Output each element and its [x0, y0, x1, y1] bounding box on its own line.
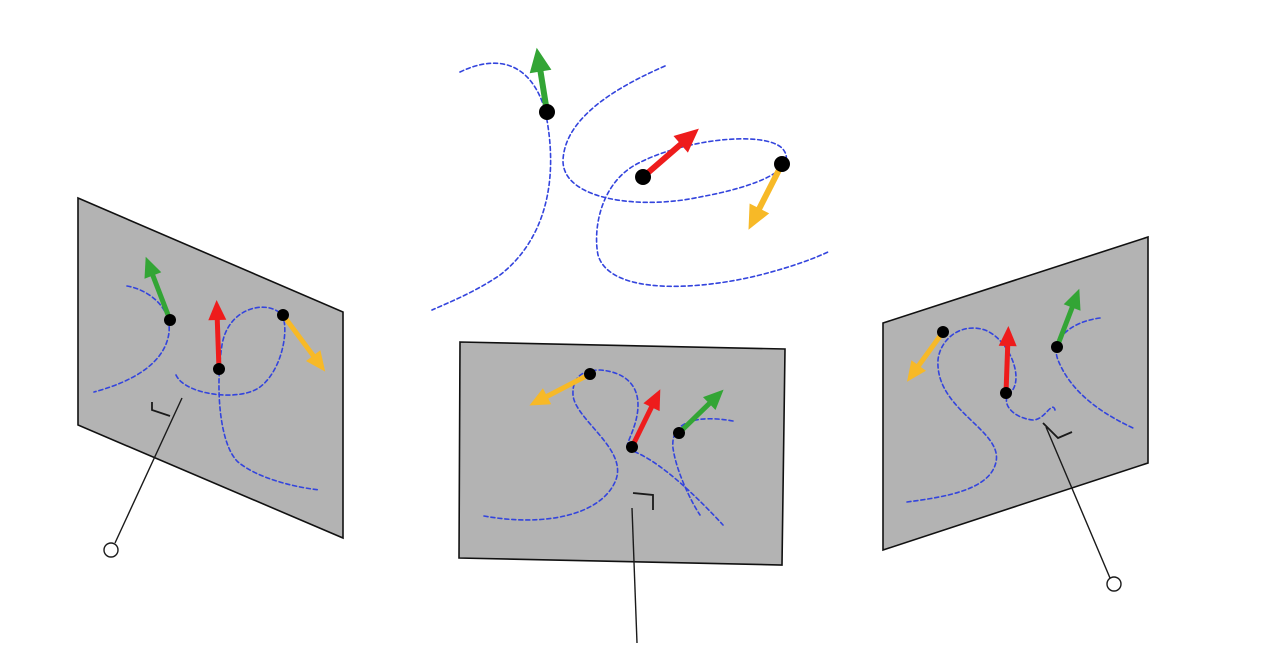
- right-camera-center-icon: [1106, 576, 1122, 592]
- left-vector-red-shaft: [214, 317, 222, 370]
- center-vector-yellow-shaft: [544, 371, 592, 400]
- space-vector-red-shaft: [641, 140, 685, 180]
- space-curve-left: [431, 62, 552, 311]
- space-vector-yellow-shaft: [755, 162, 785, 212]
- right-image-curve-b: [1055, 317, 1134, 429]
- space-vector-green-head: [529, 47, 552, 74]
- left-vector-red-head: [208, 300, 227, 321]
- right-camera: [882, 235, 1149, 592]
- center-vector-yellow-head: [529, 388, 552, 406]
- space-vector-green: [529, 47, 552, 113]
- space-vector-yellow-head: [748, 203, 770, 230]
- right-point-yellow: [937, 326, 949, 338]
- right-image-plane: [882, 235, 1149, 552]
- left-point-red: [213, 363, 225, 375]
- left-vector-yellow: [280, 313, 326, 372]
- right-vector-green-head: [1063, 288, 1081, 311]
- right-vector-green: [1054, 288, 1081, 348]
- right-vector-red: [998, 326, 1017, 394]
- right-point-green: [1051, 341, 1063, 353]
- left-camera: [77, 196, 344, 558]
- right-vector-red-shaft: [1003, 343, 1011, 394]
- left-image-plane: [77, 196, 344, 540]
- right-vector-yellow-shaft: [915, 330, 946, 369]
- center-vector-red-head: [643, 389, 661, 412]
- center-vector-green-shaft: [677, 400, 713, 435]
- space-curves-3d: [431, 47, 829, 311]
- center-vector-green-head: [703, 389, 724, 410]
- right-vector-yellow: [907, 330, 946, 382]
- center-optical-axis: [631, 507, 638, 644]
- right-vector-red-head: [998, 326, 1017, 347]
- center-vector-red-shaft: [629, 404, 655, 449]
- left-vector-yellow-shaft: [280, 313, 317, 359]
- left-vector-red: [208, 300, 227, 370]
- left-vector-green-head: [144, 256, 162, 279]
- left-image-curve-a: [93, 285, 170, 393]
- center-image-curve-b: [672, 418, 734, 516]
- space-point-yellow: [774, 156, 790, 172]
- center-point-green: [673, 427, 685, 439]
- right-vector-green-shaft: [1054, 304, 1076, 348]
- left-point-yellow: [277, 309, 289, 321]
- left-optical-axis: [114, 397, 183, 544]
- right-vector-yellow-head: [907, 360, 926, 382]
- center-point-yellow: [584, 368, 596, 380]
- space-point-green: [539, 104, 555, 120]
- left-vector-green: [144, 256, 173, 321]
- space-vector-red: [641, 128, 699, 180]
- right-image-curve-a: [906, 327, 1056, 503]
- right-right-angle-icon: [1042, 422, 1073, 440]
- left-point-green: [164, 314, 176, 326]
- space-vector-yellow: [748, 162, 785, 230]
- left-image-curve-b: [175, 306, 321, 491]
- center-camera: [458, 341, 786, 644]
- center-right-angle-icon: [632, 492, 654, 510]
- space-point-red: [635, 169, 651, 185]
- left-vector-green-shaft: [149, 272, 173, 321]
- right-point-red: [1000, 387, 1012, 399]
- space-vector-red-head: [673, 128, 699, 153]
- center-vector-red: [629, 389, 661, 449]
- left-right-angle-icon: [151, 402, 171, 417]
- right-optical-axis: [1045, 426, 1111, 579]
- center-vector-green: [677, 389, 724, 435]
- center-vector-yellow: [529, 371, 592, 406]
- center-point-red: [626, 441, 638, 453]
- left-vector-yellow-head: [306, 350, 326, 372]
- space-curve-right: [562, 65, 829, 288]
- left-camera-center-icon: [103, 542, 119, 558]
